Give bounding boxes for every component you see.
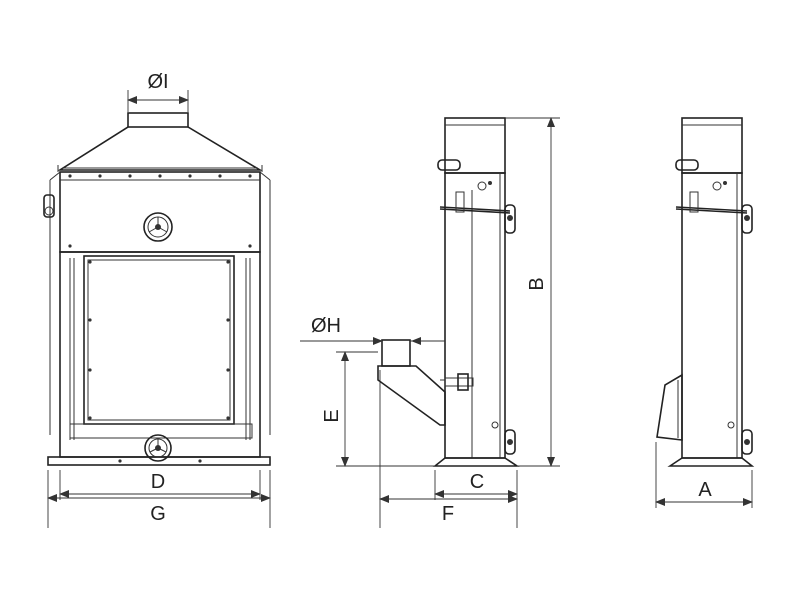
rear-top-outlet bbox=[681, 117, 743, 174]
label-a: A bbox=[698, 479, 712, 501]
wheel-handle-icon bbox=[741, 204, 753, 234]
rear-chute bbox=[656, 373, 683, 441]
front-hopper bbox=[57, 126, 263, 171]
label-dia-h: ØH bbox=[311, 315, 341, 337]
front-view: ØI D G bbox=[43, 71, 271, 528]
front-upper-housing bbox=[59, 171, 261, 253]
handwheel-icon bbox=[143, 212, 173, 242]
wheel-handle-icon bbox=[504, 204, 516, 234]
label-c: C bbox=[470, 471, 484, 493]
label-g: G bbox=[150, 503, 166, 525]
label-e: E bbox=[321, 409, 343, 422]
front-bolts bbox=[68, 174, 252, 463]
side-lifting-lug bbox=[437, 159, 461, 171]
front-top-outlet bbox=[127, 112, 189, 128]
side-view: ØH E C F B bbox=[300, 117, 560, 528]
side-inlet bbox=[381, 339, 411, 367]
label-dia-i: ØI bbox=[147, 71, 168, 93]
wheel-handle-icon bbox=[741, 429, 753, 455]
handwheel-icon bbox=[144, 434, 172, 462]
side-chute bbox=[377, 365, 446, 426]
rear-column bbox=[681, 172, 743, 459]
side-base bbox=[432, 457, 520, 467]
front-window bbox=[83, 255, 235, 425]
rear-view: A bbox=[655, 117, 755, 508]
label-f: F bbox=[442, 503, 454, 525]
wheel-handle-icon bbox=[504, 429, 516, 455]
front-side-actuator bbox=[43, 194, 55, 218]
side-column bbox=[444, 172, 506, 459]
side-top-outlet bbox=[444, 117, 506, 174]
rear-base bbox=[667, 457, 755, 467]
label-b: B bbox=[526, 277, 548, 290]
label-d: D bbox=[151, 471, 165, 493]
rear-lifting-lug bbox=[675, 159, 699, 171]
